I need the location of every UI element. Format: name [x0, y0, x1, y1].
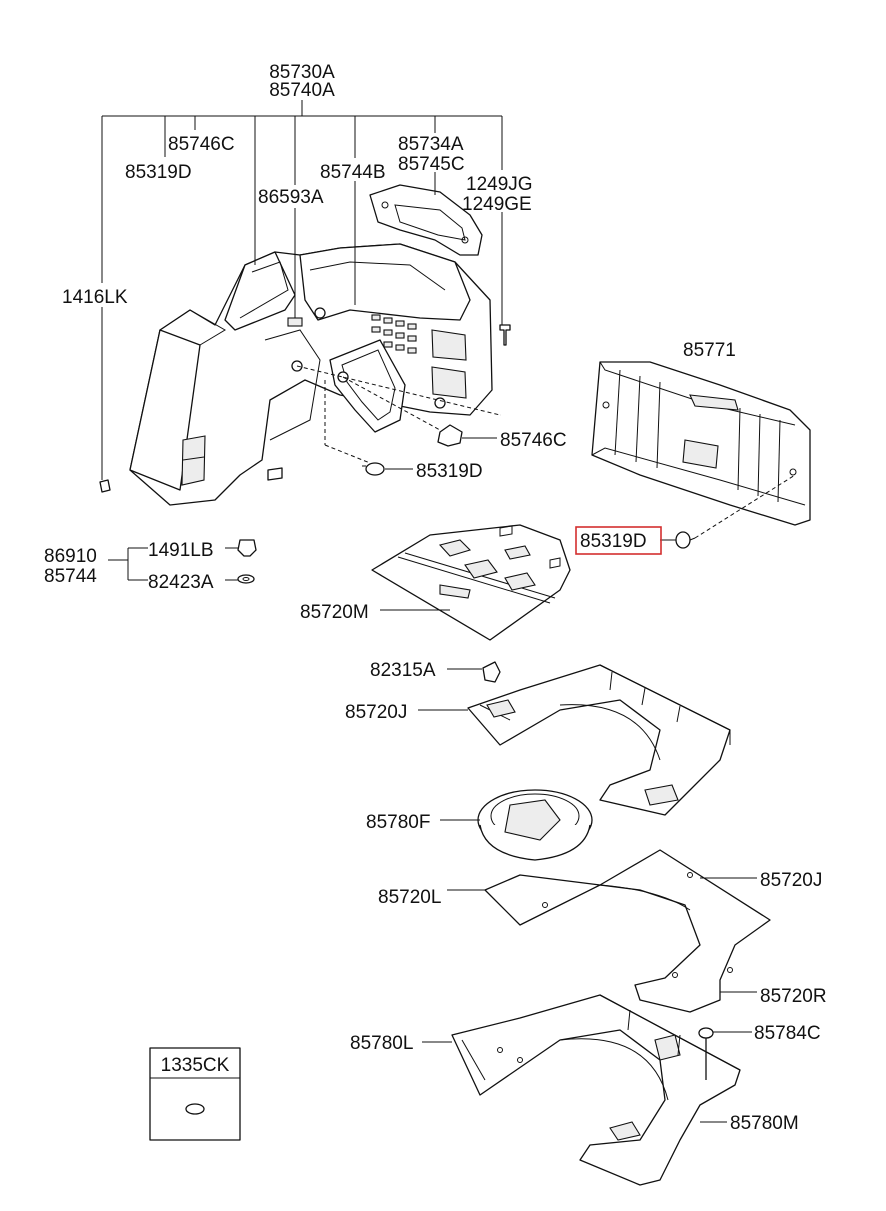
- label-85730a: 85730A: [269, 62, 335, 83]
- clip-85319d-icon: [362, 462, 385, 476]
- lower-tray-85780l: [422, 994, 741, 1186]
- label-85720m: 85720M: [300, 602, 369, 623]
- label-85780m: 85780M: [730, 1113, 799, 1134]
- label-85744: 85744: [44, 566, 97, 587]
- label-85745c: 85745C: [398, 154, 465, 175]
- label-82315a: 82315A: [370, 660, 436, 681]
- trunk-mat-85720l: [447, 849, 771, 1013]
- clip-icon: [434, 397, 446, 409]
- label-85319d-mid: 85319D: [416, 461, 483, 482]
- label-85319d-highlight: 85319D: [580, 531, 647, 552]
- label-85746c-mid: 85746C: [500, 430, 567, 451]
- label-1249jg: 1249JG: [466, 174, 533, 195]
- label-85734a: 85734A: [398, 134, 464, 155]
- clip-85319d-right-icon: [675, 531, 696, 549]
- clip-85746c-icon: [437, 424, 463, 447]
- cover-plate-85734a: [369, 184, 483, 256]
- label-85720r: 85720R: [760, 986, 827, 1007]
- label-85740a: 85740A: [269, 80, 335, 101]
- label-85744b: 85744B: [320, 162, 386, 183]
- plug-1335ck-icon: [185, 1103, 205, 1115]
- luggage-board-85720m: [371, 524, 571, 641]
- leader-lines-top: [101, 100, 503, 480]
- vent-grid: [371, 314, 417, 354]
- label-85720j-b: 85720J: [760, 870, 822, 891]
- label-1491lb: 1491LB: [148, 540, 214, 561]
- screw-85784c-icon: [698, 1027, 752, 1080]
- clip-icon: [314, 307, 326, 319]
- label-1416lk: 1416LK: [62, 287, 128, 308]
- label-82423a: 82423A: [148, 572, 214, 593]
- label-85720j-a: 85720J: [345, 702, 407, 723]
- washer-82423a-icon: [237, 574, 255, 584]
- label-1249ge: 1249GE: [462, 194, 532, 215]
- label-85784c: 85784C: [754, 1023, 821, 1044]
- fastener-group-86910: [108, 539, 257, 584]
- label-85720l: 85720L: [378, 887, 441, 908]
- label-85780f: 85780F: [366, 812, 430, 833]
- spare-tire-well-85780f: [440, 789, 593, 861]
- label-85771: 85771: [683, 340, 736, 361]
- label-86910: 86910: [44, 546, 97, 567]
- label-1335ck: 1335CK: [161, 1055, 230, 1076]
- trunk-side-trim-assembly: [99, 243, 493, 506]
- highlight-box: [575, 526, 662, 555]
- label-85319d-top: 85319D: [125, 162, 192, 183]
- tray-85720j-upper: [418, 664, 731, 816]
- label-85746c-top: 85746C: [168, 134, 235, 155]
- clip-1416lk-icon: [99, 479, 111, 493]
- part-box-1335ck: [149, 1047, 241, 1141]
- label-86593a: 86593A: [258, 187, 324, 208]
- label-plate-icon: [287, 317, 303, 327]
- bolt-1491lb-icon: [237, 539, 257, 557]
- trunk-back-panel-85771: [591, 361, 811, 526]
- part-labels: 85730A 85740A 85746C 85319D 85734A 85745…: [44, 62, 827, 1134]
- clip-82315a-icon: [447, 661, 501, 683]
- label-85780l: 85780L: [350, 1033, 413, 1054]
- screw-1249jg-icon: [499, 324, 511, 346]
